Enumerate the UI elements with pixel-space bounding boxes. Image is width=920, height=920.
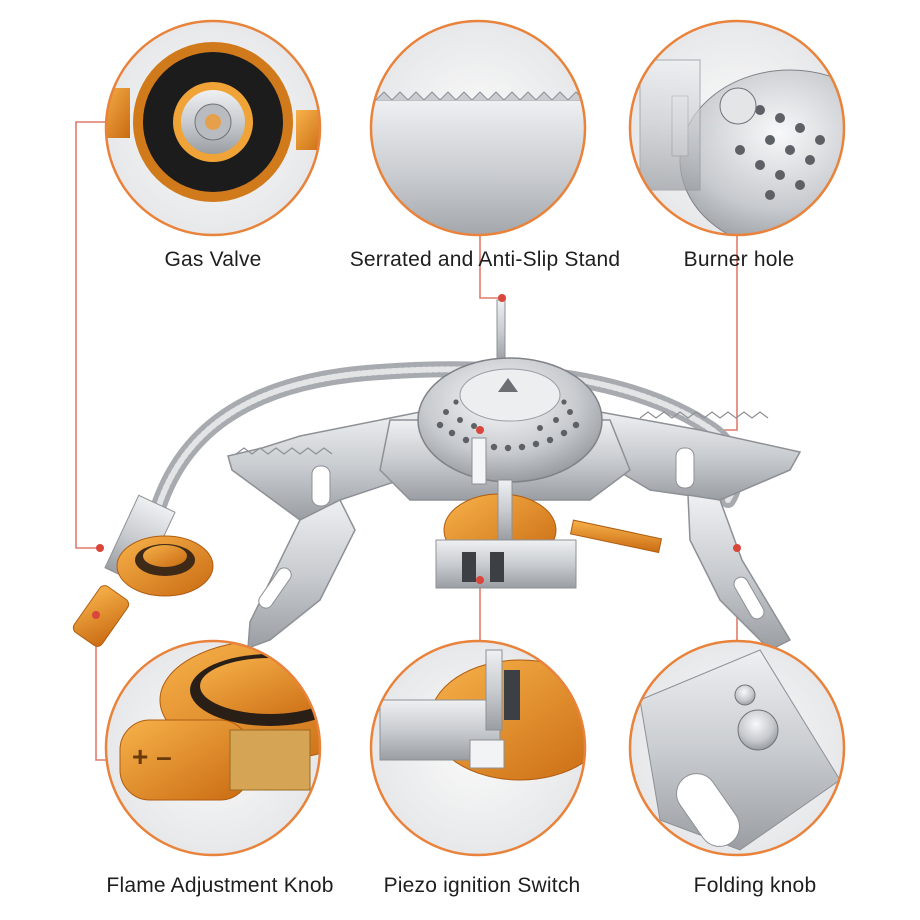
serrated-stand-label: Serrated and Anti-Slip Stand (349, 248, 621, 271)
flame-knob-callout: + – (104, 639, 322, 857)
flame-knob-label: Flame Adjustment Knob (106, 874, 334, 897)
stove-main-image (72, 294, 802, 651)
serrated-stand-callout (369, 19, 587, 237)
folding-knob-label: Folding knob (693, 874, 817, 897)
gas-valve-callout (104, 19, 322, 237)
burner-hole-label: Burner hole (683, 248, 795, 271)
piezo-switch-callout (369, 639, 587, 857)
burner-hole-callout (628, 19, 846, 237)
piezo-switch-label: Piezo ignition Switch (383, 874, 581, 897)
folding-knob-callout (628, 639, 846, 857)
gas-valve-label: Gas Valve (164, 248, 262, 271)
svg-text:+ –: + – (132, 741, 172, 772)
